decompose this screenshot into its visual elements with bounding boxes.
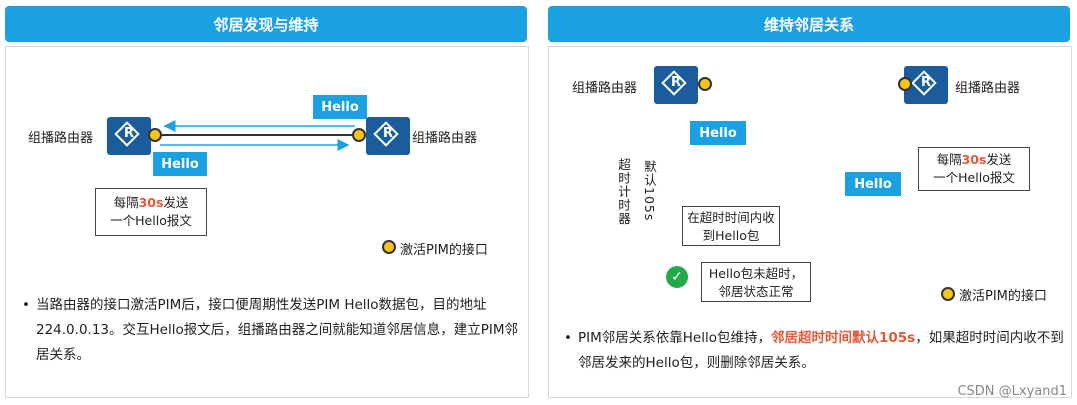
- right-panel: [548, 46, 1072, 398]
- left-router-left-label: 组播路由器: [28, 131, 94, 146]
- left-panel: [5, 46, 529, 398]
- left-hello-top: Hello: [313, 95, 367, 119]
- right-router-left-label: 组播路由器: [572, 81, 638, 96]
- left-router-left: R: [107, 117, 151, 155]
- left-hello-bottom: Hello: [153, 152, 207, 176]
- right-interface-dot-right: [898, 77, 912, 91]
- left-legend-dot: [382, 240, 396, 254]
- right-hello-bottom: Hello: [845, 172, 901, 196]
- right-router-right-label: 组播路由器: [955, 81, 1021, 96]
- right-hello-top: Hello: [690, 121, 746, 145]
- right-callout: 每隔30s发送 一个Hello报文: [918, 147, 1030, 191]
- right-header: 维持邻居关系: [548, 6, 1070, 42]
- check-icon: ✓: [666, 266, 688, 288]
- timer-label: 超时计时器: [616, 158, 631, 226]
- ok-callout: Hello包未超时， 邻居状态正常: [701, 262, 811, 302]
- right-legend-dot: [941, 287, 955, 301]
- left-callout: 每隔30s发送 一个Hello报文: [95, 188, 207, 236]
- left-router-right: R: [366, 117, 410, 155]
- right-bullet: • PIM邻居关系依靠Hello包维持，邻居超时时间默认105s，如果超时时间内…: [564, 330, 1064, 371]
- timer-default: 默认105s: [642, 160, 657, 222]
- right-router-left: R: [654, 66, 698, 104]
- left-router-right-label: 组播路由器: [412, 131, 478, 146]
- left-interface-dot-left: [148, 128, 162, 142]
- left-interface-dot-right: [352, 128, 366, 142]
- left-bullet: • 当路由器的接口激活PIM后，接口便周期性发送PIM Hello数据包，目的地…: [22, 297, 518, 363]
- left-legend-label: 激活PIM的接口: [400, 243, 488, 258]
- right-interface-dot-left: [698, 77, 712, 91]
- recv-callout: 在超时时间内收 到Hello包: [682, 206, 780, 246]
- watermark: CSDN @Lxyand1: [957, 384, 1067, 399]
- right-legend-label: 激活PIM的接口: [959, 289, 1047, 304]
- left-header: 邻居发现与维持: [5, 6, 527, 42]
